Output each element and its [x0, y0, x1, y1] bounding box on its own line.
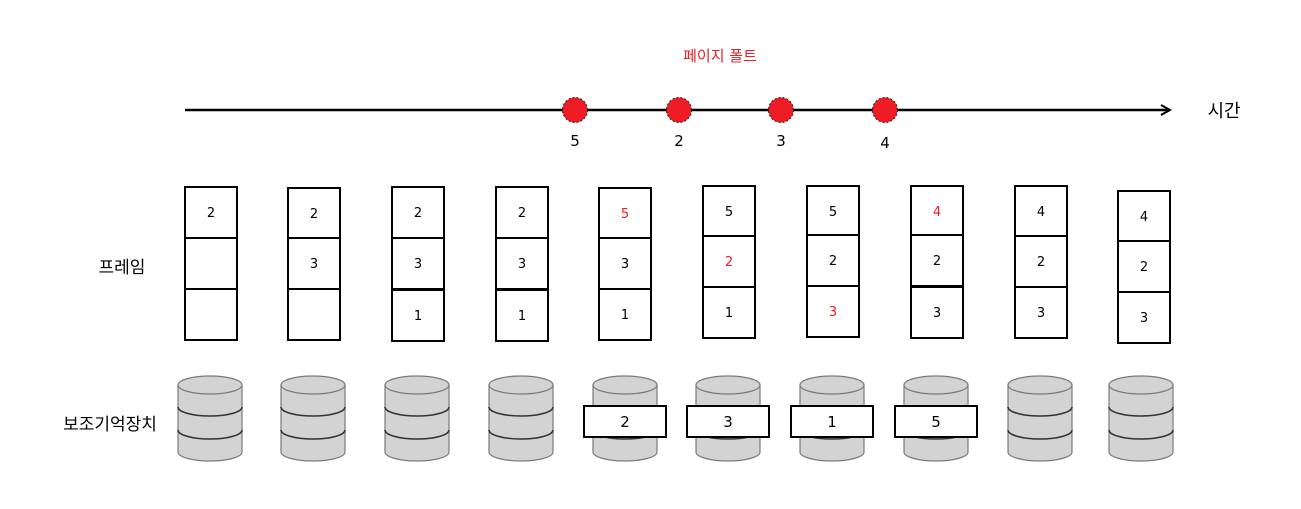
frame-slot: [391, 237, 445, 290]
frame-value: 3: [310, 257, 318, 272]
frame-slot: [1117, 291, 1171, 344]
frame-row-label: 프레임: [99, 258, 146, 278]
frame-value: 5: [725, 205, 733, 220]
frame-slot: [702, 286, 756, 339]
frame-slot: [391, 289, 445, 342]
frame-value: 2: [518, 206, 526, 221]
frame-value: 1: [518, 309, 526, 324]
frame-slot: [495, 237, 549, 290]
swapped-out-page: 1: [790, 405, 874, 438]
frame-value: 4: [933, 205, 941, 220]
frame-value: 3: [1140, 311, 1148, 326]
frame-value: 4: [1037, 205, 1045, 220]
time-label: 시간: [1207, 101, 1240, 122]
frame-slot: [910, 286, 964, 339]
fault-marker-label: 2: [674, 132, 684, 150]
frame-slot: [184, 237, 238, 290]
frame-slot: [287, 288, 341, 341]
frame-value: 2: [829, 254, 837, 269]
frame-slot: [806, 285, 860, 338]
frame-column: 2: [184, 186, 238, 341]
frame-slot: [702, 235, 756, 288]
frame-value: 3: [414, 257, 422, 272]
storage-columns: 2 3 1 5: [177, 375, 1174, 462]
frame-slot: [598, 237, 652, 290]
frame-slot: [1014, 286, 1068, 339]
fault-marker-label: 5: [570, 132, 580, 150]
frame-slot: [495, 289, 549, 342]
frame-column: 2 3 1: [391, 186, 445, 342]
fault-marker-label: 3: [776, 132, 786, 150]
disk-icon: [384, 375, 450, 462]
frame-value: 1: [725, 306, 733, 321]
frame-column: 4 2 3: [1014, 185, 1068, 339]
frame-value: 2: [310, 207, 318, 222]
swapped-out-page: 2: [583, 405, 667, 438]
frame-column: 4 2 3: [910, 185, 964, 339]
swapped-out-value: 2: [620, 413, 630, 431]
frame-slot: [702, 185, 756, 238]
frame-slot: [184, 288, 238, 341]
frame-slot: [1117, 240, 1171, 293]
fault-marker: [768, 97, 794, 123]
frame-value: 3: [829, 305, 837, 320]
disk-icon: [177, 375, 243, 462]
frame-value: 2: [414, 206, 422, 221]
disk-icon: [488, 375, 554, 462]
fault-marker: [872, 97, 898, 123]
storage-row-label: 보조기억장치: [63, 415, 157, 435]
frame-value: 5: [621, 207, 629, 222]
page-fault-label: 페이지 폴트: [683, 47, 757, 65]
fault-marker: [666, 97, 692, 123]
frame-column: 23: [287, 187, 341, 341]
frame-value: 5: [829, 205, 837, 220]
frame-slot: [1117, 190, 1171, 243]
frame-value: 2: [725, 255, 733, 270]
frame-column: 5 3 1: [598, 187, 652, 341]
frame-value: 4: [1140, 210, 1148, 225]
frame-value: 2: [933, 254, 941, 269]
disk-icon: [280, 375, 346, 462]
frame-slot: [287, 187, 341, 240]
swapped-out-value: 5: [931, 413, 941, 431]
frame-column: 2 3 1: [495, 186, 549, 342]
swapped-out-page: 3: [686, 405, 770, 438]
frame-value: 2: [207, 206, 215, 221]
frame-column: 5 2 1: [702, 185, 756, 339]
frame-slot: [495, 186, 549, 239]
swapped-out-page: 5: [894, 405, 978, 438]
frame-column: 4 2 3: [1117, 190, 1171, 344]
frame-value: 1: [621, 308, 629, 323]
frame-value: 2: [1140, 260, 1148, 275]
frame-column: 5 2 3: [806, 185, 860, 338]
swapped-out-value: 3: [723, 413, 733, 431]
frame-value: 3: [933, 306, 941, 321]
frame-value: 2: [1037, 255, 1045, 270]
swapped-out-value: 1: [827, 413, 837, 431]
frame-value: 3: [518, 257, 526, 272]
fault-marker: [562, 97, 588, 123]
frame-slot: [598, 187, 652, 240]
disk-icon: [1108, 375, 1174, 462]
fault-markers: 5 2 3 4: [562, 97, 898, 152]
fault-marker-label: 4: [880, 134, 890, 152]
frame-slot: [598, 288, 652, 341]
disk-icon: [1007, 375, 1073, 462]
frame-value: 3: [621, 257, 629, 272]
frame-value: 1: [414, 309, 422, 324]
frame-value: 3: [1037, 306, 1045, 321]
